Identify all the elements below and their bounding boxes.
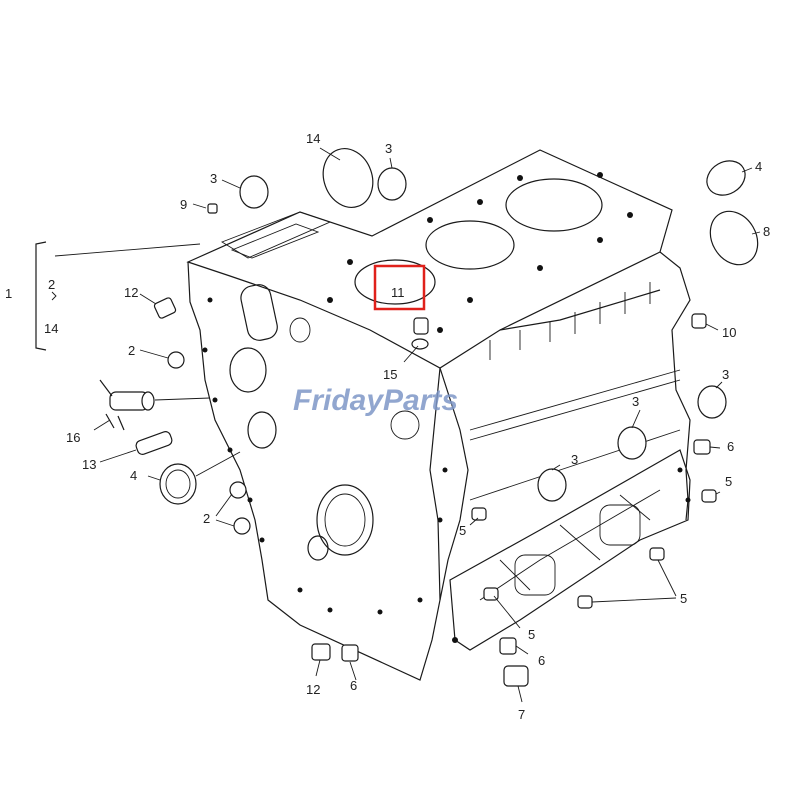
pin-9 bbox=[207, 203, 218, 214]
callout-7: 7 bbox=[518, 707, 525, 722]
callout-2-mid: 2 bbox=[128, 343, 135, 358]
ring-15 bbox=[411, 338, 429, 350]
seal-4-left bbox=[159, 463, 197, 505]
highlight-box bbox=[373, 264, 426, 311]
callout-15: 15 bbox=[383, 367, 397, 382]
plug-3-right bbox=[697, 385, 727, 419]
callout-14-top: 14 bbox=[306, 131, 320, 146]
callout-14-bracket: 14 bbox=[44, 321, 58, 336]
bolt-5-mid bbox=[471, 507, 487, 521]
plug-2-lower-a bbox=[229, 481, 247, 499]
leader-lines bbox=[35, 147, 761, 703]
bolt-5-right bbox=[701, 489, 717, 503]
bolt-6-right bbox=[693, 439, 711, 455]
plug-14-top bbox=[322, 148, 374, 208]
oil-jet-16 bbox=[99, 379, 155, 431]
callout-11: 11 bbox=[391, 285, 405, 300]
bolt-6-bottom bbox=[499, 637, 517, 655]
callout-5-lower-right: 5 bbox=[680, 591, 687, 606]
callout-4-right: 4 bbox=[755, 159, 762, 174]
plug-8 bbox=[709, 210, 759, 266]
bolt-12-bottom bbox=[311, 643, 331, 661]
callout-labels: 1 2 14 14 3 3 9 4 8 11 12 2 15 10 3 16 3… bbox=[5, 131, 770, 722]
callout-2-lower: 2 bbox=[203, 511, 210, 526]
pin-10 bbox=[691, 313, 707, 329]
bolt-12-top bbox=[153, 297, 177, 319]
loose-parts bbox=[99, 148, 759, 687]
callout-10: 10 bbox=[722, 325, 736, 340]
callout-2-bracket: 2 bbox=[48, 277, 55, 292]
callout-5-right: 5 bbox=[725, 474, 732, 489]
callout-16: 16 bbox=[66, 430, 80, 445]
plug-3-lower bbox=[537, 468, 567, 502]
callout-4-left: 4 bbox=[130, 468, 137, 483]
plug-3-top bbox=[377, 167, 407, 201]
callout-1: 1 bbox=[5, 286, 12, 301]
callout-6-left-bottom: 6 bbox=[350, 678, 357, 693]
dowel-15 bbox=[413, 317, 429, 335]
callout-6-right: 6 bbox=[727, 439, 734, 454]
callout-3-left: 3 bbox=[210, 171, 217, 186]
pin-13 bbox=[135, 431, 173, 455]
callout-3-right: 3 bbox=[722, 367, 729, 382]
bolt-6-left-bottom bbox=[341, 644, 359, 662]
plug-3-center bbox=[617, 426, 647, 460]
plug-3-left bbox=[239, 175, 269, 209]
plug-2-lower-b bbox=[233, 517, 251, 535]
callout-3-top: 3 bbox=[385, 141, 392, 156]
callout-9: 9 bbox=[180, 197, 187, 212]
callout-13: 13 bbox=[82, 457, 96, 472]
callout-3-center: 3 bbox=[632, 394, 639, 409]
callout-12-bottom: 12 bbox=[306, 682, 320, 697]
callout-6-bottom: 6 bbox=[538, 653, 545, 668]
callout-12-top: 12 bbox=[124, 285, 138, 300]
watermark-brand: FridayParts bbox=[293, 384, 458, 417]
callout-3-lower: 3 bbox=[571, 452, 578, 467]
plug-7 bbox=[503, 665, 529, 687]
plug-2-mid bbox=[167, 351, 185, 369]
bolt-5-lower-right-b bbox=[577, 595, 593, 609]
callout-5-bottom: 5 bbox=[528, 627, 535, 642]
bolt-5-lower-right-a bbox=[649, 547, 665, 561]
callout-5-mid: 5 bbox=[459, 523, 466, 538]
plug-4-right bbox=[706, 160, 746, 196]
callout-8: 8 bbox=[763, 224, 770, 239]
